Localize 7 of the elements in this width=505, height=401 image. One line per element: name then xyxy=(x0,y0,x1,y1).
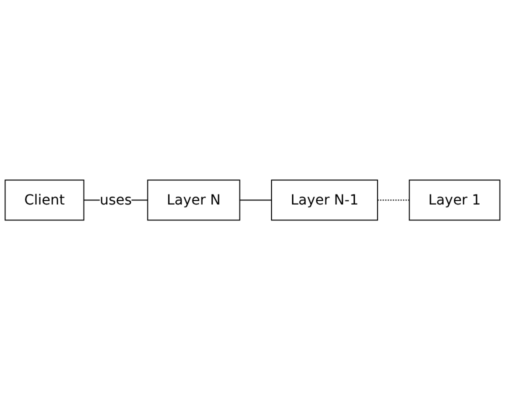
node-box: Layer 1 xyxy=(408,180,500,221)
node-box: Layer N-1 xyxy=(271,180,378,221)
node-box: Client xyxy=(4,180,84,221)
edge-label: uses xyxy=(100,192,132,208)
connector xyxy=(239,200,272,201)
node-box: Layer N xyxy=(147,180,240,221)
connector xyxy=(377,200,410,201)
